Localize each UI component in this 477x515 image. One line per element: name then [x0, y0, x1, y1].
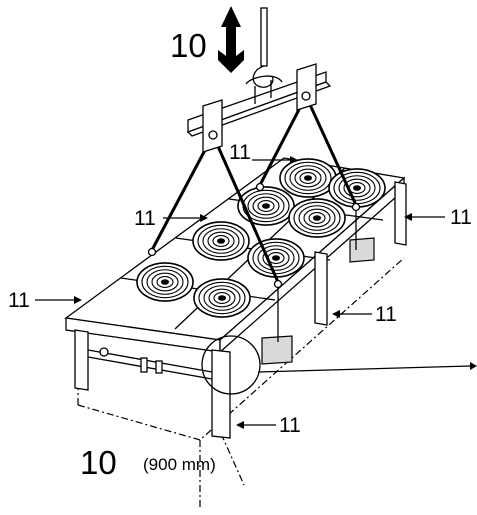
fan-guard-icon — [237, 186, 295, 226]
spreader-bar — [186, 63, 332, 153]
lifting-cables — [147, 95, 361, 342]
callout-11-top: 11 — [229, 141, 251, 164]
callout-11-right: 11 — [450, 206, 472, 229]
unit-legs — [74, 181, 407, 439]
callout-11-left: 11 — [8, 289, 30, 312]
callout-11-mid-left: 11 — [134, 207, 156, 230]
fan-guard-icon — [288, 198, 346, 238]
callout-arrows — [35, 156, 445, 429]
fan-guard-icon — [193, 278, 251, 318]
fan-guard-icon — [247, 238, 305, 278]
dimension-label: 10 — [80, 444, 117, 481]
lift-arrow-icon — [218, 6, 244, 73]
support-blocks — [261, 237, 375, 365]
fan-guard-icon — [136, 262, 194, 302]
lift-label: 10 — [170, 27, 207, 64]
callout-11-bottom: 11 — [279, 414, 301, 437]
fan-guard-icon — [279, 158, 337, 198]
fan-guard-icon — [328, 168, 386, 208]
fan-guard-icon — [192, 221, 250, 261]
dimension-value: (900 mm) — [143, 455, 216, 474]
fans — [136, 158, 386, 318]
detail-callout — [201, 335, 477, 395]
callout-11-lower-right: 11 — [375, 303, 397, 326]
crane-hook — [245, 7, 283, 88]
